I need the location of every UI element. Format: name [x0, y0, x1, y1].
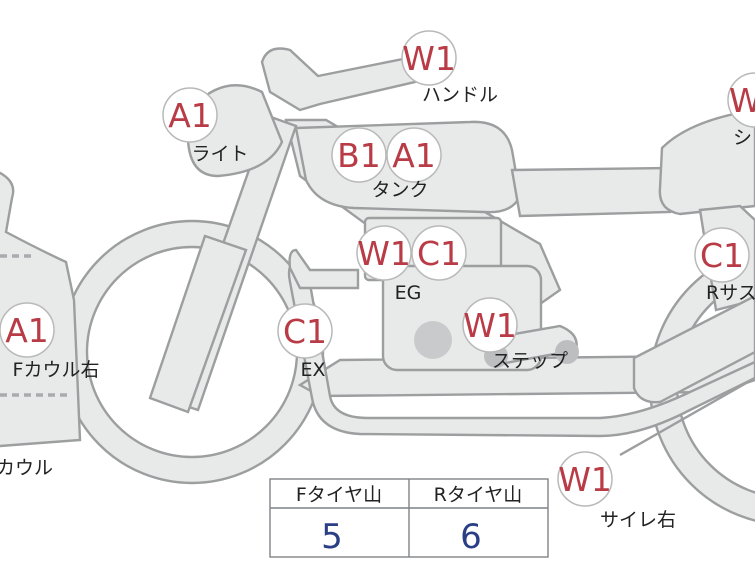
damage-code: C1	[700, 236, 744, 275]
seat-rail	[510, 166, 672, 218]
silencer-leader-line	[619, 376, 755, 457]
damage-code: W1	[463, 306, 517, 345]
part-label: EX	[300, 359, 325, 381]
front-tire-value: 5	[321, 517, 343, 557]
damage-badge	[462, 297, 518, 353]
part-rear-suspension: C1 Rサス	[694, 227, 755, 304]
part-label: ステップ	[492, 350, 568, 372]
part-seat: W シ	[727, 72, 755, 149]
rear-tire-header: Rタイヤ山	[434, 484, 523, 506]
damage-badge	[0, 302, 55, 358]
part-label: ハンドル	[422, 84, 498, 106]
part-label: サイレ右	[600, 509, 676, 531]
damage-code: A1	[5, 311, 49, 350]
upper-exhaust	[288, 248, 360, 290]
tire-tread-table: Fタイヤ山 Rタイヤ山 5 6	[269, 478, 549, 558]
damage-code: A1	[392, 136, 436, 175]
part-label: タンク	[371, 179, 428, 201]
damage-code: B1	[337, 136, 381, 175]
damage-badge	[386, 127, 442, 183]
motorcycle-illustration	[0, 47, 755, 522]
damage-badge	[356, 225, 412, 281]
part-engine: W1 C1 EG	[356, 225, 467, 304]
damage-code: W	[729, 81, 755, 120]
damage-badge	[401, 30, 457, 86]
part-tank: B1 A1 タンク	[331, 127, 442, 201]
damage-code: W1	[402, 39, 456, 78]
damage-badge	[727, 72, 755, 128]
part-exhaust: C1 EX	[277, 303, 333, 381]
part-silencer-right: W1 サイレ右	[557, 451, 676, 531]
damage-badge	[162, 87, 218, 143]
part-label: ライト	[191, 143, 248, 165]
part-cowl: カウル	[0, 457, 53, 479]
front-tire-header: Fタイヤ山	[296, 484, 382, 506]
damage-code: C1	[283, 312, 327, 351]
rear-tire-value: 6	[460, 517, 482, 557]
part-label: カウル	[0, 457, 53, 479]
damage-badge	[411, 225, 467, 281]
damage-badge	[277, 303, 333, 359]
damage-badge	[331, 127, 387, 183]
part-label: EG	[395, 282, 422, 304]
fork-lower	[148, 234, 248, 414]
seat-tail	[658, 108, 755, 216]
damage-badge	[694, 227, 750, 283]
damage-code: W1	[357, 234, 411, 273]
damage-badge	[557, 451, 613, 507]
damage-code: W1	[558, 460, 612, 499]
part-light: A1 ライト	[162, 87, 249, 165]
part-front-cowl-right: A1 Fカウル右	[0, 302, 100, 381]
part-label: Rサス	[706, 282, 755, 304]
part-handle: W1 ハンドル	[401, 30, 498, 106]
part-label: Fカウル右	[13, 359, 100, 381]
damage-code: C1	[417, 234, 461, 273]
silencer	[632, 294, 755, 404]
damage-code: A1	[168, 96, 212, 135]
part-step: W1 ステップ	[462, 297, 568, 372]
part-label: シ	[733, 127, 752, 149]
